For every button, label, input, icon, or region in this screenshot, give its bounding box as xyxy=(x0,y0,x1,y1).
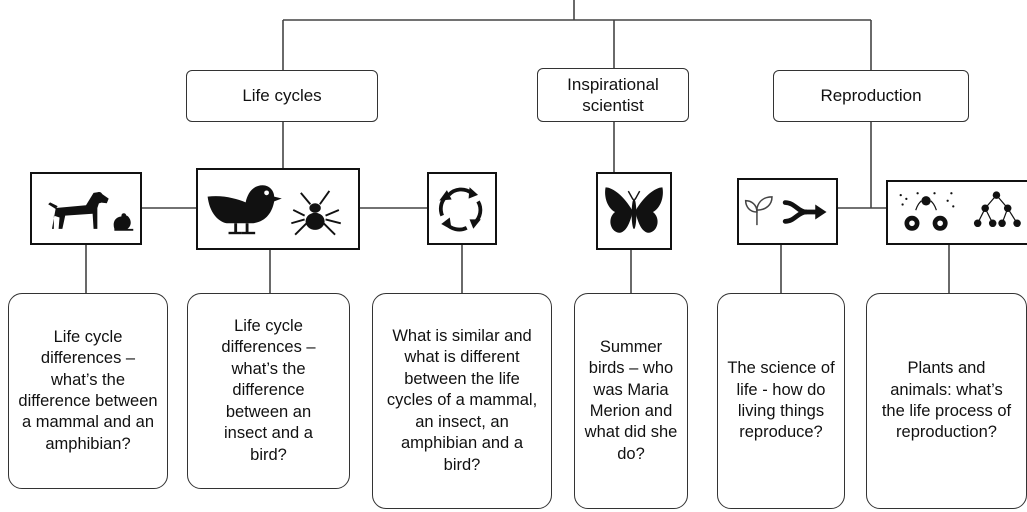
butterfly-icon xyxy=(596,172,672,250)
question-box-insect-bird: Life cycle differences – what’s the diff… xyxy=(187,293,350,489)
question-box-maria-merion: Summer birds – who was Maria Merion and … xyxy=(574,293,688,509)
question-box-science-of-life: The science of life - how do living thin… xyxy=(717,293,845,509)
cycle-arrows-icon xyxy=(427,172,497,245)
topic-label: Reproduction xyxy=(820,86,922,106)
topic-reproduction: Reproduction xyxy=(773,70,969,122)
question-box-reproduction-process: Plants and animals: what’s the life proc… xyxy=(866,293,1027,509)
topic-label: Inspirational scientist xyxy=(567,74,659,115)
question-text: What is similar and what is different be… xyxy=(386,326,538,474)
flowers-pollination-icon xyxy=(886,180,1027,245)
question-box-mammal-amphibian: Life cycle differences – what’s the diff… xyxy=(8,293,168,489)
question-text: Life cycle differences – what’s the diff… xyxy=(221,316,316,464)
topic-life-cycles: Life cycles xyxy=(186,70,378,122)
topic-inspirational-scientist: Inspirational scientist xyxy=(537,68,689,122)
dog-frog-icon xyxy=(30,172,142,245)
topic-label: Life cycles xyxy=(242,86,322,106)
question-text: Plants and animals: what’s the life proc… xyxy=(881,359,1012,442)
question-text: The science of life - how do living thin… xyxy=(727,359,835,442)
question-box-compare-life-cycles: What is similar and what is different be… xyxy=(372,293,552,509)
question-text: Life cycle differences – what’s the diff… xyxy=(18,327,158,453)
sprout-merge-icon xyxy=(737,178,838,245)
bird-insect-icon xyxy=(196,168,360,250)
question-text: Summer birds – who was Maria Merion and … xyxy=(584,337,678,463)
